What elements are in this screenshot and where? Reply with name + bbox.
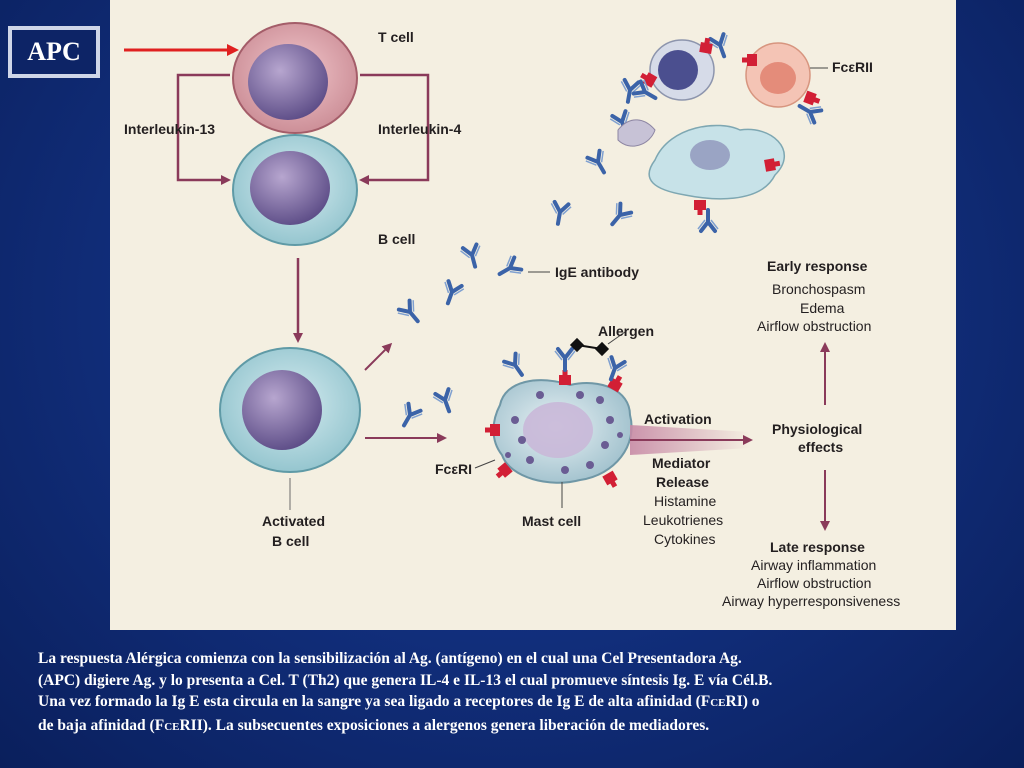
label-mediator: Mediator xyxy=(652,455,711,471)
label-airflow-late: Airflow obstruction xyxy=(757,575,871,591)
caption-line-4b: RII). La subsecuentes exposiciones a ale… xyxy=(179,716,710,734)
label-leukotrienes: Leukotrienes xyxy=(643,512,723,528)
label-airflow-early: Airflow obstruction xyxy=(757,318,871,334)
activated-b-cell xyxy=(219,347,361,473)
mast-cell xyxy=(485,347,633,490)
il13-arrow xyxy=(176,73,231,185)
label-airway-inflammation: Airway inflammation xyxy=(751,557,876,573)
diagram-panel: T cell Interleukin-13 Interleukin-4 B ce… xyxy=(110,0,956,630)
b-cell xyxy=(232,134,358,246)
caption-line-3: Una vez formado la Ig E esta circula en … xyxy=(38,691,988,715)
label-cytokines: Cytokines xyxy=(654,531,715,547)
caption: La respuesta Alérgica comienza con la se… xyxy=(38,648,988,738)
label-t-cell: T cell xyxy=(378,29,414,45)
label-release: Release xyxy=(656,474,709,490)
caption-line-3a: Una vez formado la Ig E esta circula en … xyxy=(38,693,711,710)
caption-line-3-sc: CE xyxy=(710,697,726,709)
label-bronchospasm: Bronchospasm xyxy=(772,281,865,297)
apc-label-box: APC xyxy=(8,26,100,78)
label-interleukin-13: Interleukin-13 xyxy=(124,121,215,137)
label-activated: Activated xyxy=(262,513,325,529)
caption-line-4: de baja afinidad (FCERII). La subsecuent… xyxy=(38,715,988,739)
apc-label: APC xyxy=(27,37,81,66)
label-airway-hyper: Airway hyperresponsiveness xyxy=(722,593,900,609)
label-physiological: Physiological xyxy=(772,421,862,437)
allergen xyxy=(569,331,626,357)
label-early-response: Early response xyxy=(767,258,868,274)
blood-cells xyxy=(617,37,825,233)
label-ige-antibody: IgE antibody xyxy=(555,264,639,280)
label-fceri: FcεRI xyxy=(435,461,472,477)
red-pointer-arrow xyxy=(124,44,239,56)
label-allergen: Allergen xyxy=(598,323,654,339)
caption-line-4a: de baja afinidad (F xyxy=(38,716,165,734)
caption-line-3b: RI) o xyxy=(725,693,760,710)
caption-line-1: La respuesta Alérgica comienza con la se… xyxy=(38,650,742,667)
il4-arrow xyxy=(359,73,430,185)
allergy-diagram: T cell Interleukin-13 Interleukin-4 B ce… xyxy=(124,22,900,609)
label-mast-cell: Mast cell xyxy=(522,513,581,529)
t-cell xyxy=(232,22,358,134)
label-activation: Activation xyxy=(644,411,712,427)
label-edema: Edema xyxy=(800,300,845,316)
label-activated-b-cell: B cell xyxy=(272,533,309,549)
caption-line-2: (APC) digiere Ag. y lo presenta a Cel. T… xyxy=(38,671,773,689)
caption-line-4-sc: CE xyxy=(164,720,180,733)
label-late-response: Late response xyxy=(770,539,865,555)
label-fceri-top: FcεRII xyxy=(832,59,873,75)
label-interleukin-4: Interleukin-4 xyxy=(378,121,461,137)
fceri-label-line xyxy=(474,459,496,469)
label-b-cell: B cell xyxy=(378,231,415,247)
label-histamine: Histamine xyxy=(654,493,716,509)
to-ige-arrow xyxy=(364,342,393,371)
label-effects: effects xyxy=(798,439,843,455)
